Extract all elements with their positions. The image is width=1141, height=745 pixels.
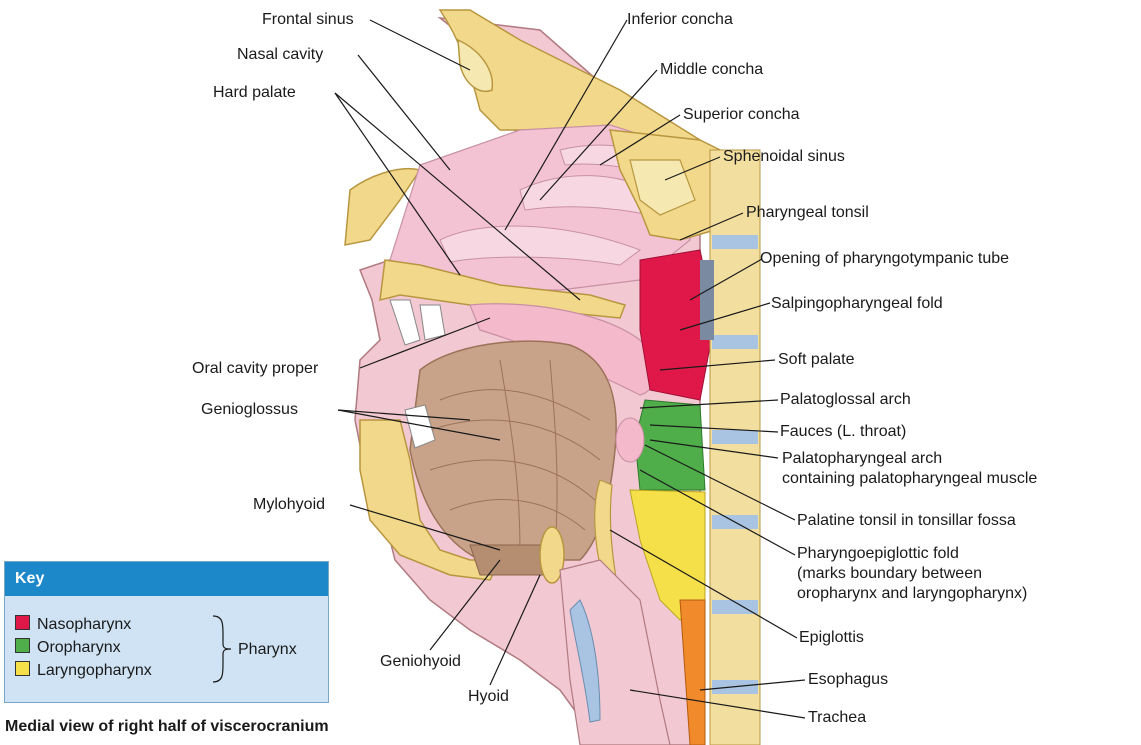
label-fauces: Fauces (L. throat) (780, 422, 906, 442)
label-opening-pharyngotympanic-tube: Opening of pharyngotympanic tube (760, 249, 1009, 269)
key-item-laryngopharynx: Laryngopharynx (15, 661, 152, 681)
label-palatopharyngeal-arch-line1: Palatopharyngeal arch (782, 449, 1037, 469)
key-brace (211, 614, 235, 684)
label-geniohyoid: Geniohyoid (380, 652, 461, 672)
label-inferior-concha: Inferior concha (627, 10, 733, 30)
label-palatopharyngeal-arch-line2: containing palatopharyngeal muscle (782, 469, 1037, 489)
label-genioglossus: Genioglossus (201, 400, 298, 420)
label-pharyngeal-tonsil: Pharyngeal tonsil (746, 203, 869, 223)
label-superior-concha: Superior concha (683, 105, 800, 125)
oropharynx-swatch (15, 638, 30, 653)
label-pharyngoepiglottic-fold-line3: oropharynx and laryngopharynx) (797, 584, 1027, 604)
key-legend: Key Nasopharynx Oropharynx Laryngopharyn… (4, 561, 329, 703)
key-item-nasopharynx: Nasopharynx (15, 615, 131, 635)
label-hyoid: Hyoid (468, 687, 509, 707)
palatine-tonsil (616, 418, 644, 462)
key-label-oropharynx: Oropharynx (37, 639, 121, 656)
label-nasal-cavity: Nasal cavity (237, 45, 323, 65)
label-epiglottis: Epiglottis (799, 628, 864, 648)
label-palatoglossal-arch: Palatoglossal arch (780, 390, 911, 410)
label-hard-palate: Hard palate (213, 83, 296, 103)
label-palatopharyngeal-arch: Palatopharyngeal arch containing palatop… (782, 449, 1037, 489)
key-label-laryngopharynx: Laryngopharynx (37, 662, 152, 679)
vertebral-column (700, 150, 760, 745)
label-pharyngoepiglottic-fold-line1: Pharyngoepiglottic fold (797, 544, 1027, 564)
label-soft-palate: Soft palate (778, 350, 855, 370)
label-oral-cavity-proper: Oral cavity proper (192, 359, 318, 379)
label-pharyngoepiglottic-fold: Pharyngoepiglottic fold (marks boundary … (797, 544, 1027, 604)
label-trachea: Trachea (808, 708, 866, 728)
key-title: Key (5, 562, 328, 596)
label-sphenoidal-sinus: Sphenoidal sinus (723, 147, 845, 167)
nasopharynx-swatch (15, 615, 30, 630)
label-mylohyoid: Mylohyoid (253, 495, 325, 515)
label-pharyngoepiglottic-fold-line2: (marks boundary between (797, 564, 1027, 584)
figure-caption: Medial view of right half of viscerocran… (5, 718, 329, 736)
laryngopharynx-swatch (15, 661, 30, 676)
label-salpingopharyngeal-fold: Salpingopharyngeal fold (771, 294, 943, 314)
key-group-pharynx: Pharynx (238, 640, 297, 660)
key-item-oropharynx: Oropharynx (15, 638, 121, 658)
label-frontal-sinus: Frontal sinus (262, 10, 354, 30)
tongue-genioglossus (410, 341, 616, 560)
label-palatine-tonsil: Palatine tonsil in tonsillar fossa (797, 511, 1016, 531)
label-middle-concha: Middle concha (660, 60, 763, 80)
label-esophagus: Esophagus (808, 670, 888, 690)
key-label-nasopharynx: Nasopharynx (37, 616, 131, 633)
